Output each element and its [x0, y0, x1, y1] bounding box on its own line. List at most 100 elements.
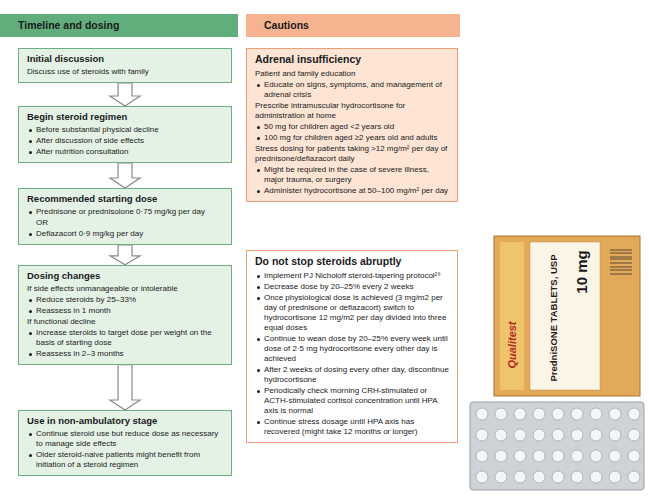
tablets [476, 408, 640, 483]
tablet [514, 408, 526, 420]
flow-arrow [110, 163, 140, 188]
bullet-text: Older steroid-naive patients might benef… [27, 450, 224, 470]
tablet [514, 471, 526, 483]
body-text: Discuss use of steroids with family [27, 67, 224, 77]
bullet-text: After nutrition consultation [27, 147, 224, 157]
body-text: Prescribe intramuscular hydrocortisone f… [255, 101, 450, 121]
tablet [495, 429, 507, 441]
bullet-text: Once physiological dose is achieved (3 m… [255, 293, 450, 333]
header-text: Cautions [264, 19, 450, 32]
process-box: Begin steroid regimenBefore substantial … [18, 106, 232, 163]
tablet [571, 408, 583, 420]
box-heading: Adrenal insufficiency [255, 53, 450, 66]
process-box: Dosing changes If side effects unmanageab… [18, 265, 232, 365]
tablet [628, 471, 640, 483]
tablet [609, 471, 621, 483]
tablet [590, 471, 602, 483]
tablet [571, 471, 583, 483]
tablet [552, 429, 564, 441]
bullet-text: Reduce steroids by 25–33% [27, 295, 224, 305]
process-box: Use in non-ambulatory stageContinue ster… [18, 410, 232, 476]
tablet [571, 450, 583, 462]
tablet [495, 450, 507, 462]
tablet [514, 429, 526, 441]
tablet [609, 450, 621, 462]
bullet-text: After 2 weeks of dosing every other day,… [255, 365, 450, 385]
box-heading: Do not stop steroids abruptly [255, 255, 450, 268]
carton-label [530, 242, 600, 390]
tablet [590, 429, 602, 441]
bullet-text: Continue steroid use but reduce dose as … [27, 429, 224, 449]
bullet-text: 100 mg for children aged ≥2 years old an… [255, 133, 450, 143]
barcode [610, 250, 632, 274]
bullet-text: Periodically check morning CRH-stimulate… [255, 386, 450, 416]
tablet [628, 408, 640, 420]
section-header: Cautions [246, 14, 460, 37]
bullet-text: After discussion of side effects [27, 136, 224, 146]
tablet [590, 450, 602, 462]
bullet-text: 50 mg for children aged <2 years old [255, 122, 450, 132]
tablet [495, 408, 507, 420]
tablet [533, 429, 545, 441]
caution-box: Do not stop steroids abruptlyImplement P… [246, 250, 458, 443]
section-header: Timeline and dosing [0, 14, 238, 37]
tablet [552, 450, 564, 462]
body-text: Stress dosing for patients taking >12 mg… [255, 144, 450, 164]
tablet [609, 408, 621, 420]
header-text: Timeline and dosing [18, 19, 228, 32]
bullet-text: Increase steroids to target dose per wei… [27, 328, 224, 348]
bullet-text: Continue to wean dose by 20–25% every we… [255, 334, 450, 364]
bullet-text: Continue stress dosage until HPA axis ha… [255, 417, 450, 437]
bullet-text: Administer hydrocortisone at 50–100 mg/m… [255, 186, 450, 196]
bullet-text: Implement PJ Nicholoff steroid-tapering … [255, 271, 450, 281]
box-heading: Dosing changes [27, 270, 224, 282]
tablet [476, 450, 488, 462]
tablet [476, 471, 488, 483]
process-box: Recommended starting dosePrednisone or p… [18, 188, 232, 245]
bullet-text: Before substantial physical decline [27, 125, 224, 135]
tablet [628, 429, 640, 441]
body-text: If side effects unmanageable or intolera… [27, 284, 224, 294]
tablet [533, 471, 545, 483]
tablet [552, 408, 564, 420]
carton-strip [500, 242, 524, 390]
caution-box: Adrenal insufficiencyPatient and family … [246, 48, 458, 202]
process-box: Initial discussionDiscuss use of steroid… [18, 48, 232, 83]
tablet [476, 429, 488, 441]
body-text: Patient and family education [255, 69, 450, 79]
tablet [533, 408, 545, 420]
tablet [571, 429, 583, 441]
tablet [590, 408, 602, 420]
bullet-text: Prednisone or prednisolone 0·75 mg/kg pe… [27, 207, 224, 217]
box-heading: Initial discussion [27, 53, 224, 65]
tablet [609, 429, 621, 441]
flow-arrow [110, 245, 140, 265]
tablet [628, 450, 640, 462]
flow-arrow [110, 365, 140, 410]
bullet-text: Might be required in the case of severe … [255, 165, 450, 185]
flow-arrow [110, 83, 140, 106]
tablet [495, 471, 507, 483]
product-name: PredniSONE TABLETS, USP [549, 254, 559, 381]
brand-name: Qualitest [506, 321, 518, 368]
dose-strength: 10 mg [574, 250, 591, 293]
bullet-text: Reassess in 2–3 months [27, 349, 224, 359]
box-heading: Use in non-ambulatory stage [27, 415, 224, 427]
tablet-carton [494, 236, 640, 396]
bullet-text: Decrease dose by 20–25% every 2 weeks [255, 282, 450, 292]
body-text: If functional decline [27, 317, 224, 327]
tablet [514, 450, 526, 462]
body-text: OR [27, 218, 224, 228]
box-heading: Recommended starting dose [27, 193, 224, 205]
box-heading: Begin steroid regimen [27, 111, 224, 123]
bullet-text: Educate on signs, symptoms, and manageme… [255, 80, 450, 100]
tablet [533, 450, 545, 462]
bullet-text: Deflazacort 0·9 mg/kg per day [27, 229, 224, 239]
bullet-text: Reassess in 1 month [27, 306, 224, 316]
tablet [476, 408, 488, 420]
blister-pack [470, 402, 644, 490]
tablet [552, 471, 564, 483]
